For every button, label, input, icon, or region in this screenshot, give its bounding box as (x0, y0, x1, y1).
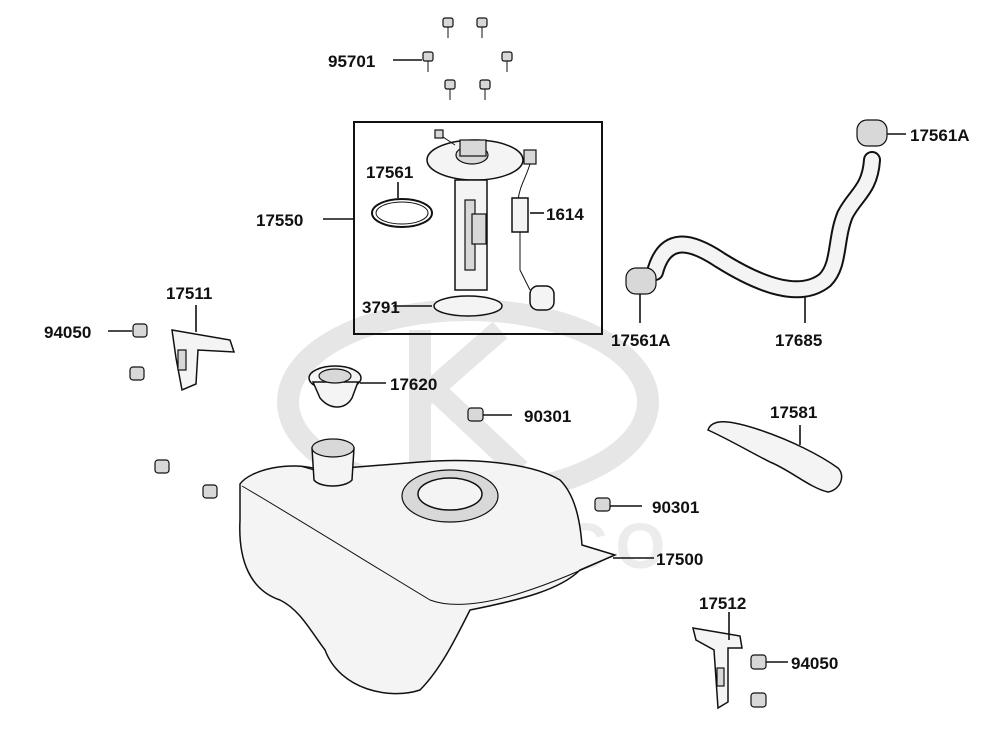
label-17561a-mid: 17561A (611, 331, 671, 350)
bolts-95701 (422, 17, 513, 100)
clamp-17561a-mid (625, 267, 657, 295)
nut-94050-left (129, 323, 148, 381)
oring-17561 (371, 198, 433, 228)
tank-nuts (154, 459, 218, 499)
label-1614: 1614 (546, 205, 584, 224)
label-90301-right: 90301 (652, 498, 699, 517)
nut-94050-right (750, 654, 767, 708)
fuel-tank-17500 (239, 438, 618, 695)
label-17581: 17581 (770, 403, 817, 422)
label-17620: 17620 (390, 375, 437, 394)
label-17500: 17500 (656, 550, 703, 569)
fuel-hose-17685 (646, 151, 881, 299)
label-3791: 3791 (362, 298, 400, 317)
label-17561a-top: 17561A (910, 126, 970, 145)
fuel-sender-1614 (511, 149, 555, 311)
protector-17581 (707, 421, 843, 493)
label-17550: 17550 (256, 211, 303, 230)
bracket-17511 (171, 329, 236, 392)
label-90301-upper: 90301 (524, 407, 571, 426)
label-94050-right: 94050 (791, 654, 838, 673)
label-95701: 95701 (328, 52, 375, 71)
label-17512: 17512 (699, 594, 746, 613)
nut-90301-upper (467, 407, 484, 422)
fuel-pump-box (353, 121, 603, 335)
label-17561: 17561 (366, 163, 413, 182)
filler-cap-17620 (308, 365, 362, 408)
fuel-pump-assembly (426, 129, 524, 317)
label-17511: 17511 (166, 284, 212, 303)
label-17685: 17685 (775, 331, 822, 350)
nut-90301-right (594, 497, 611, 512)
bracket-17512 (691, 627, 743, 710)
label-94050-left: 94050 (44, 323, 91, 342)
clamp-17561a-top (856, 119, 888, 147)
